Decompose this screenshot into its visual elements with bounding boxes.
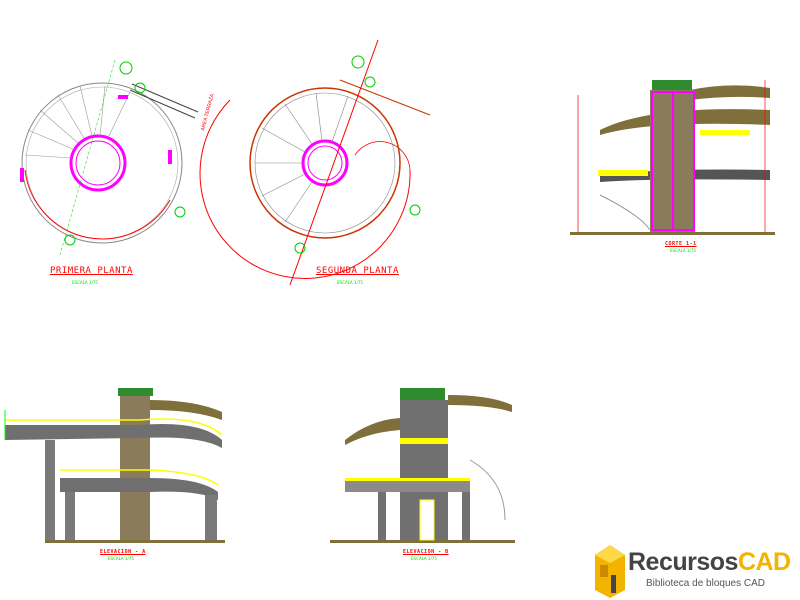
primera-planta-scale: ESCALA 1/75: [72, 280, 98, 285]
primera-planta-plan: [20, 59, 199, 256]
elevacion-a: [4, 388, 225, 543]
logo-brand-part1: Recursos: [628, 548, 738, 576]
corte-scale: ESCALA 1/75: [670, 248, 696, 253]
segunda-planta-scale: ESCALA 1/75: [337, 280, 363, 285]
elevacion-b-scale: ESCALA 1/75: [411, 556, 437, 561]
recursoscad-logo-icon: [595, 545, 625, 598]
logo-brand-part2: CAD: [737, 548, 791, 576]
logo-subtitle: Biblioteca de bloques CAD: [646, 578, 765, 589]
elevacion-b: [330, 388, 515, 543]
corte-section: [570, 80, 775, 235]
primera-planta-title: PRIMERA PLANTA: [50, 266, 133, 276]
logo-wordmark: RecursosCAD: [628, 548, 791, 577]
recursoscad-logo: RecursosCAD Biblioteca de bloques CAD: [590, 543, 800, 598]
segunda-planta-plan: [199, 39, 431, 286]
elevacion-b-title: ELEVACION - B: [403, 549, 449, 555]
segunda-planta-title: SEGUNDA PLANTA: [316, 266, 399, 276]
elevacion-a-scale: ESCALA 1/75: [108, 556, 134, 561]
corte-title: CORTE 1-1: [665, 241, 697, 247]
elevacion-a-title: ELEVACION - A: [100, 549, 146, 555]
